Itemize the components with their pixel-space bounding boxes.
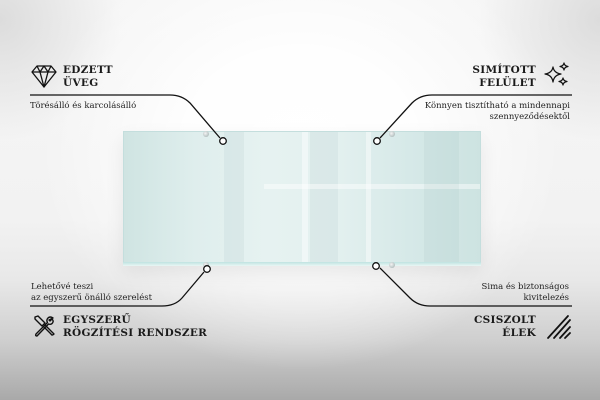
- feature-description-mounting: Lehetővé teszi az egyszerű önálló szerel…: [31, 282, 152, 304]
- glass-edge: [123, 262, 481, 266]
- description-line: szennyeződésektől: [489, 112, 570, 122]
- description-line: Sima és biztonságos: [481, 282, 569, 292]
- callout-line-edges: [379, 267, 572, 307]
- diamond-icon: [31, 65, 57, 88]
- description-line: kivitelezés: [523, 293, 569, 303]
- title-line: FELÜLET: [479, 77, 536, 89]
- glass-reflection: [424, 132, 459, 263]
- description-line: Lehetővé teszi: [31, 282, 94, 292]
- window-reflection-mullion: [366, 132, 371, 263]
- feature-description-smooth-surface: Könnyen tisztítható a mindennapi szennye…: [425, 101, 570, 123]
- glass-reflection: [310, 132, 338, 263]
- standoff-screw: [389, 262, 395, 268]
- callout-dot: [372, 262, 380, 270]
- standoff-screw: [203, 131, 209, 137]
- callout-dot: [373, 137, 381, 145]
- callout-dot: [203, 265, 211, 273]
- glass-reflection: [224, 132, 244, 263]
- title-line: ÜVEG: [63, 77, 99, 89]
- window-reflection-transom: [264, 184, 480, 189]
- callout-dot: [219, 137, 227, 145]
- feature-title-smooth-surface: SIMÍTOTT FELÜLET: [472, 64, 536, 90]
- tools-icon: [34, 315, 55, 337]
- callout-line-tempered-glass: [30, 94, 221, 139]
- feature-title-tempered-glass: EDZETT ÜVEG: [63, 64, 113, 90]
- title-line: CSISZOLT: [474, 314, 536, 326]
- description-line: az egyszerű önálló szerelést: [31, 293, 153, 303]
- callout-line-smooth-surface: [379, 94, 572, 139]
- feature-description-tempered-glass: Törésálló és karcolásálló: [30, 101, 137, 111]
- feature-title-mounting: EGYSZERŰ RÖGZÍTÉSI RENDSZER: [63, 314, 207, 340]
- standoff-screw: [203, 262, 209, 268]
- callout-line-mounting: [30, 271, 205, 307]
- sparkles-icon: [544, 62, 569, 86]
- title-line: RÖGZÍTÉSI RENDSZER: [63, 327, 208, 339]
- window-reflection-mullion: [302, 132, 308, 263]
- title-line: SIMÍTOTT: [472, 64, 536, 76]
- feature-description-edges: Sima és biztonságos kivitelezés: [482, 282, 569, 304]
- standoff-screw: [389, 131, 395, 137]
- description-line: Könnyen tisztítható a mindennapi: [424, 101, 570, 111]
- title-line: EGYSZERŰ: [63, 314, 131, 326]
- title-line: ÉLEK: [502, 327, 536, 339]
- title-line: EDZETT: [63, 64, 113, 76]
- glass-panel: [123, 131, 481, 264]
- feature-title-edges: CSISZOLT ÉLEK: [474, 314, 536, 340]
- polished-edge-icon: [547, 315, 571, 339]
